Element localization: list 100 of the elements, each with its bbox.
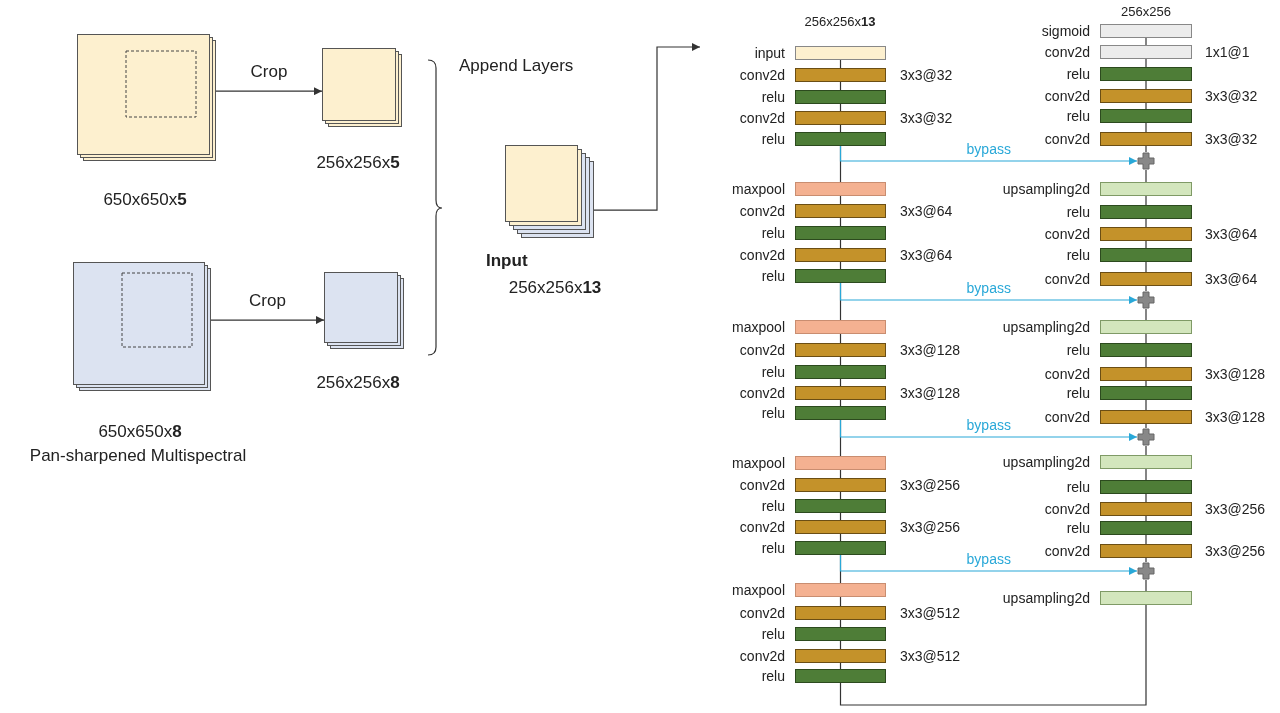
kernel-spec-label: 3x3@256 [1205, 501, 1266, 517]
connector-line [1145, 356, 1147, 368]
layer-label: relu [761, 498, 785, 514]
connector-line [1145, 333, 1147, 344]
layer-label: conv2d [739, 477, 785, 493]
layer-label: relu [1066, 247, 1090, 263]
layer-label: conv2d [1044, 226, 1090, 242]
connector-line [1145, 195, 1147, 206]
size-caption: 256x256x8 [316, 373, 400, 393]
connector-line [1145, 468, 1147, 481]
connector-line [1145, 37, 1147, 46]
kernel-spec-label: 3x3@32 [900, 67, 953, 83]
connector-line [1145, 308, 1147, 321]
connector-line [839, 619, 842, 628]
layer-label: conv2d [739, 67, 785, 83]
layer-label: relu [761, 626, 785, 642]
kernel-spec-label: 3x3@128 [900, 342, 961, 358]
edge-label: Crop [247, 291, 288, 312]
layer-label: relu [1066, 108, 1090, 124]
connector-line [1145, 261, 1147, 273]
size-caption: 650x650x8 [98, 422, 182, 442]
kernel-spec-label: 3x3@512 [900, 648, 961, 664]
connector-line [839, 399, 842, 407]
connector-line [1145, 145, 1147, 153]
connector-line [1145, 102, 1147, 110]
layer-label: conv2d [739, 605, 785, 621]
size-caption: 650x650x5 [103, 190, 187, 210]
connector-line [839, 261, 842, 270]
layer-label: conv2d [739, 203, 785, 219]
connector-line [1145, 122, 1147, 133]
arrow [839, 282, 1138, 304]
layer-label: conv2d [1044, 501, 1090, 517]
size-caption: Pan-sharpened Multispectral [29, 446, 247, 466]
connector-line [1145, 493, 1147, 503]
connector-line [1145, 58, 1147, 68]
layer-label: conv2d [739, 342, 785, 358]
connector-line [839, 662, 842, 670]
kernel-spec-label: 3x3@128 [1205, 409, 1266, 425]
connector-line [1145, 579, 1147, 592]
layer-label: maxpool [732, 319, 785, 335]
layer-label: relu [1066, 342, 1090, 358]
layer-label: conv2d [1044, 271, 1090, 287]
size-caption: 256x256x13 [508, 278, 602, 298]
layer-label: relu [1066, 66, 1090, 82]
connector-line [839, 533, 842, 542]
layer-label: relu [761, 668, 785, 684]
connector-line [839, 124, 842, 133]
connector-line [1145, 285, 1147, 292]
layer-label: relu [761, 540, 785, 556]
connector-line [839, 491, 842, 500]
connector-line [1145, 218, 1147, 228]
layer-label: relu [761, 364, 785, 380]
layer-label: conv2d [1044, 409, 1090, 425]
connector-line [839, 604, 1147, 706]
layer-label: sigmoid [1041, 23, 1090, 39]
connector-line [1145, 534, 1147, 545]
kernel-spec-label: 3x3@64 [900, 203, 953, 219]
arrow [839, 419, 1138, 441]
layer-label: conv2d [739, 385, 785, 401]
layer-label: relu [761, 268, 785, 284]
connector-line [839, 103, 842, 112]
arrow [210, 316, 325, 325]
connector-line [1145, 557, 1147, 563]
layer-label: upsampling2d [1002, 454, 1090, 470]
layer-label: conv2d [739, 648, 785, 664]
layer-label: conv2d [1044, 366, 1090, 382]
connector-line [1145, 380, 1147, 387]
layer-label: conv2d [1044, 131, 1090, 147]
layer-label: upsampling2d [1002, 590, 1090, 606]
layer-label: conv2d [739, 110, 785, 126]
layer-label: relu [761, 89, 785, 105]
layer-label: conv2d [1044, 44, 1090, 60]
connector-line [1145, 423, 1147, 429]
connector-line [1145, 240, 1147, 249]
kernel-spec-label: 3x3@64 [900, 247, 953, 263]
kernel-spec-label: 3x3@256 [1205, 543, 1266, 559]
kernel-spec-label: 3x3@512 [900, 605, 961, 621]
layer-label: relu [1066, 479, 1090, 495]
dimension-label: 256x256 [1121, 3, 1171, 21]
layer-label: conv2d [739, 519, 785, 535]
layer-label: relu [1066, 520, 1090, 536]
layer-label: relu [1066, 385, 1090, 401]
layer-label: conv2d [1044, 88, 1090, 104]
layer-label: upsampling2d [1002, 181, 1090, 197]
connector-line [839, 378, 842, 387]
kernel-spec-label: 3x3@64 [1205, 271, 1258, 287]
layer-label: maxpool [732, 455, 785, 471]
kernel-spec-label: 3x3@32 [1205, 131, 1258, 147]
arrow [593, 43, 701, 211]
connector-line [1145, 80, 1147, 90]
layer-label: input [754, 45, 785, 61]
layer-label: relu [761, 131, 785, 147]
arrow [839, 145, 1138, 165]
kernel-spec-label: 3x3@128 [1205, 366, 1266, 382]
kernel-spec-label: 3x3@32 [900, 110, 953, 126]
dimension-label: Append Layers [459, 56, 574, 76]
layer-label: relu [1066, 204, 1090, 220]
connector-line [1145, 445, 1147, 456]
connector-line [1145, 515, 1147, 522]
kernel-spec-label: 3x3@256 [900, 519, 961, 535]
